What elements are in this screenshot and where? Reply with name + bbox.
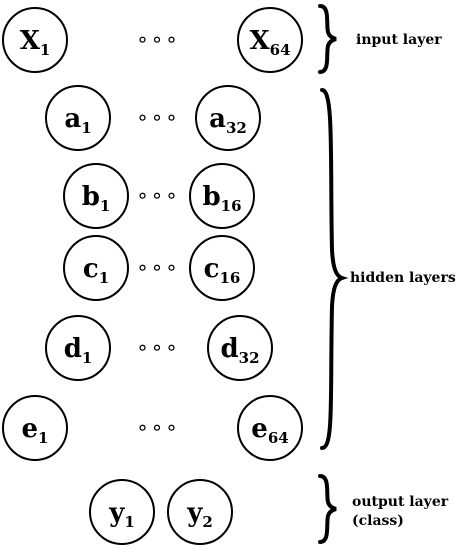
node-circle	[237, 395, 303, 461]
node-label: d1	[64, 334, 93, 367]
node-label: d32	[220, 334, 259, 367]
node-label-base: X	[20, 26, 41, 56]
node-y-2: y2	[167, 479, 233, 545]
ellipsis-a: ∘∘∘	[136, 105, 180, 129]
node-label-base: c	[204, 254, 220, 284]
ellipsis-e: ∘∘∘	[136, 415, 180, 439]
node-circle	[207, 315, 273, 381]
node-circle	[2, 7, 68, 73]
node-circle	[167, 479, 233, 545]
node-label-base: X	[249, 26, 270, 56]
node-label: a1	[64, 104, 91, 137]
node-label-subscript: 64	[268, 429, 289, 447]
node-circle	[195, 85, 261, 151]
output-layer-brace	[318, 474, 337, 544]
node-label: y2	[186, 498, 213, 531]
node-label: e64	[251, 414, 288, 447]
ellipsis-markers: ∘∘∘ ∘∘∘ ∘∘∘ ∘∘∘ ∘∘∘ ∘∘∘	[136, 27, 180, 439]
node-label-base: b	[82, 182, 100, 212]
node-label-subscript: 64	[270, 41, 291, 59]
ellipsis-b: ∘∘∘	[136, 183, 180, 207]
node-label: c16	[204, 254, 241, 287]
node-label-subscript: 32	[226, 119, 247, 137]
node-circle	[189, 163, 255, 229]
node-label: b1	[82, 182, 111, 215]
node-label-base: e	[251, 414, 268, 444]
node-label-subscript: 1	[38, 429, 48, 447]
input-layer-label: input layer	[356, 32, 442, 48]
node-label-subscript: 16	[221, 197, 242, 215]
node-label-base: c	[83, 254, 99, 284]
node-label-base: b	[202, 182, 220, 212]
node-label: c1	[83, 254, 109, 287]
hidden-layers-brace	[320, 88, 349, 450]
node-label: e1	[22, 414, 49, 447]
node-x-1: X1	[2, 7, 68, 73]
ellipsis-x: ∘∘∘	[136, 27, 180, 51]
node-circle	[237, 7, 303, 73]
hidden-layers-label: hidden layers	[350, 270, 456, 286]
node-label-subscript: 32	[239, 349, 260, 367]
node-e-64: e64	[237, 395, 303, 461]
node-label-base: a	[209, 104, 226, 134]
node-label-base: a	[64, 104, 81, 134]
node-y-1: y1	[89, 479, 155, 545]
node-d-32: d32	[207, 315, 273, 381]
node-circle	[189, 235, 255, 301]
node-b-1: b1	[63, 163, 129, 229]
output-class-label: (class)	[352, 513, 404, 529]
node-label-subscript: 1	[82, 349, 92, 367]
node-label-base: d	[64, 334, 82, 364]
node-c-16: c16	[189, 235, 255, 301]
node-label: y1	[108, 498, 135, 531]
node-circle	[89, 479, 155, 545]
node-label-subscript: 1	[81, 119, 91, 137]
node-a-1: a1	[45, 85, 111, 151]
node-c-1: c1	[63, 235, 129, 301]
node-label-base: d	[220, 334, 238, 364]
ellipsis-d: ∘∘∘	[136, 335, 180, 359]
node-label-subscript: 1	[40, 41, 50, 59]
node-circle	[63, 163, 129, 229]
node-e-1: e1	[2, 395, 68, 461]
input-layer-brace	[318, 4, 337, 74]
node-x-64: X64	[237, 7, 303, 73]
node-label-subscript: 1	[100, 197, 110, 215]
node-label: b16	[202, 182, 241, 215]
node-d-1: d1	[45, 315, 111, 381]
node-label-subscript: 1	[99, 269, 109, 287]
node-circle	[2, 395, 68, 461]
node-b-16: b16	[189, 163, 255, 229]
node-label: a32	[209, 104, 247, 137]
node-label-subscript: 1	[124, 513, 134, 531]
node-label-base: y	[186, 498, 203, 528]
node-label: X1	[20, 26, 51, 59]
node-label-subscript: 16	[219, 269, 240, 287]
output-layer-label: output layer	[352, 494, 449, 510]
ellipsis-c: ∘∘∘	[136, 255, 180, 279]
node-circle	[45, 85, 111, 151]
node-label-base: y	[108, 498, 125, 528]
node-label: X64	[249, 26, 290, 59]
node-label-base: e	[22, 414, 39, 444]
node-circle	[45, 315, 111, 381]
node-a-32: a32	[195, 85, 261, 151]
node-label-subscript: 2	[202, 513, 212, 531]
node-circle	[63, 235, 129, 301]
